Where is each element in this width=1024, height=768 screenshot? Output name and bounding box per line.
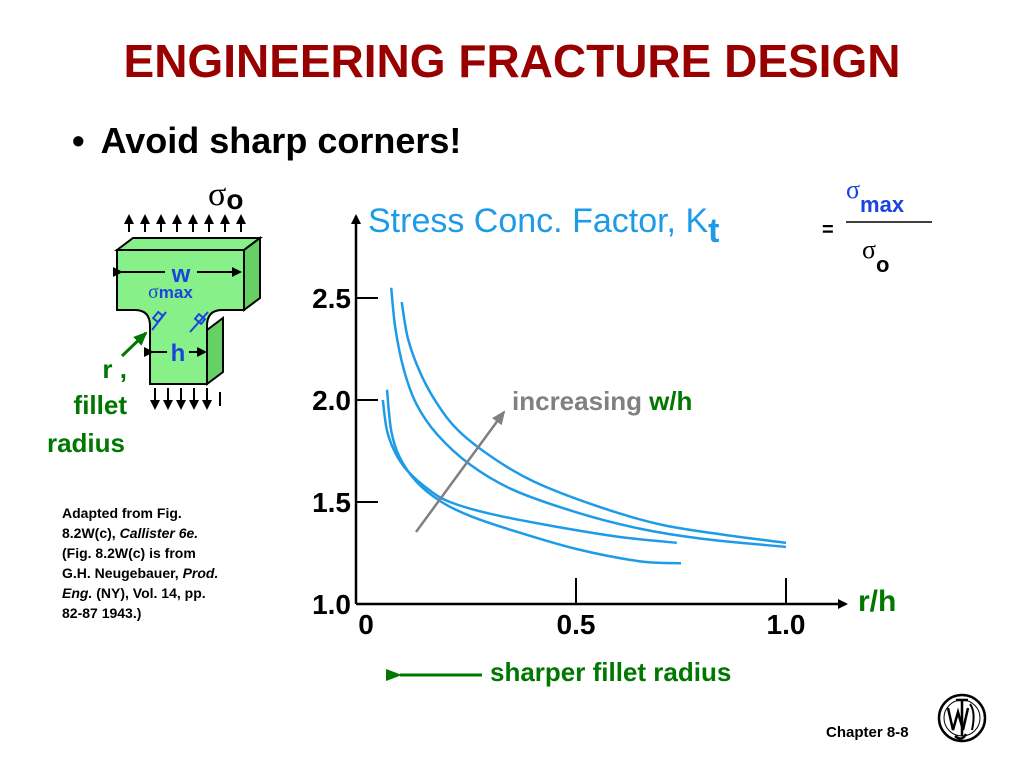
stress-concentration-chart: 1.0 1.5 2.0 2.5 0 0.5 1.0 Stress Conc. Factor… — [312, 175, 932, 687]
specimen-front-face — [116, 249, 245, 385]
bullet-point: • Avoid sharp corners! — [72, 120, 461, 162]
fillet-radius-word-label: radius — [47, 428, 125, 458]
y-tick-label: 2.0 — [312, 385, 351, 416]
increasing-word: increasing — [512, 386, 642, 416]
citation-line-2: 8.2W(c), Callister 6e. — [62, 523, 277, 543]
fraction-denominator: σo — [862, 235, 889, 277]
sigma-max-label: σmax — [148, 281, 193, 303]
y-tick-label: 2.5 — [312, 283, 351, 314]
sigma-o-symbol: σ — [208, 176, 226, 213]
fraction-numerator: σmax — [846, 175, 905, 217]
sigma-symbol: σ — [148, 281, 159, 303]
fillet-r-label: r , — [102, 354, 127, 384]
applied-stress-arrows-top — [124, 214, 246, 232]
citation-book: Callister 6e. — [119, 525, 199, 541]
citation-journal-a: Prod. — [182, 565, 219, 581]
kt-curve-3 — [389, 287, 787, 549]
citation-line-3: (Fig. 8.2W(c) is from — [62, 545, 196, 561]
chart-title: Stress Conc. Factor, Kt — [368, 202, 719, 250]
citation-line-5: Eng. (NY), Vol. 14, pp. — [62, 583, 277, 603]
specimen-side-face — [243, 236, 261, 312]
citation-line-4a: G.H. Neugebauer, — [62, 565, 183, 581]
x-tick-label: 0 — [358, 609, 374, 640]
x-axis-ticks: 0 0.5 1.0 — [358, 578, 805, 640]
citation-line-4: G.H. Neugebauer, Prod. — [62, 563, 277, 583]
x-tick-label: 0.5 — [557, 609, 596, 640]
kt-curve-4 — [400, 301, 787, 545]
numerator-subscript: max — [860, 192, 905, 217]
page-number: 8 — [900, 724, 909, 741]
increasing-wh-arrow — [414, 410, 506, 533]
slide-title: ENGINEERING FRACTURE DESIGN — [123, 35, 901, 87]
citation-line-6: 82-87 1943.) — [62, 605, 142, 621]
citation-journal-b: Eng. — [62, 585, 93, 601]
citation-line-1: Adapted from Fig. — [62, 505, 182, 521]
sigma-o-label: σo — [208, 176, 243, 215]
sharper-fillet-label: sharper fillet radius — [490, 657, 731, 687]
y-tick-label: 1.5 — [312, 487, 351, 518]
citation-line-2a: 8.2W(c), — [62, 525, 120, 541]
bullet-marker: • — [72, 120, 85, 161]
chart-curves — [381, 287, 787, 565]
specimen-diagram: w σmax h σo r , fillet radius — [47, 176, 263, 458]
chart-title-subscript: t — [708, 212, 719, 250]
sigma-max-subscript: max — [159, 283, 194, 302]
citation-line-5b: (NY), Vol. 14, pp. — [92, 585, 206, 601]
denominator-sigma: σ — [862, 235, 876, 264]
y-tick-label: 1.0 — [312, 589, 351, 620]
equals-sign: = — [822, 219, 834, 241]
denominator-subscript: o — [876, 252, 889, 277]
fillet-radius-arrow — [120, 331, 148, 358]
wh-word: w/h — [648, 386, 692, 416]
chapter-page-label: Chapter 8-8 — [826, 724, 909, 741]
specimen-stem-side — [206, 316, 224, 386]
chapter-text: Chapter 8- — [826, 724, 901, 741]
bullet-text: Avoid sharp corners! — [100, 120, 462, 161]
kt-curve-1 — [385, 389, 682, 565]
numerator-sigma: σ — [846, 175, 860, 204]
y-axis-ticks: 1.0 1.5 2.0 2.5 — [312, 283, 378, 620]
w-label: w — [171, 261, 191, 288]
figure-citation: Adapted from Fig. 8.2W(c), Callister 6e.… — [62, 503, 277, 623]
fillet-word-label: fillet — [74, 390, 128, 420]
publisher-logo — [937, 693, 987, 743]
stress-concentration-arrows — [151, 310, 209, 333]
sigma-o-subscript: o — [226, 184, 243, 215]
x-tick-label: 1.0 — [767, 609, 806, 640]
kt-curve-2 — [381, 399, 677, 545]
chart-title-prefix: Stress Conc. Factor, K — [368, 202, 708, 240]
applied-stress-arrows-bottom — [150, 388, 221, 410]
h-label: h — [171, 340, 186, 367]
x-axis-label: r/h — [858, 585, 896, 618]
specimen-top-face — [114, 237, 263, 251]
